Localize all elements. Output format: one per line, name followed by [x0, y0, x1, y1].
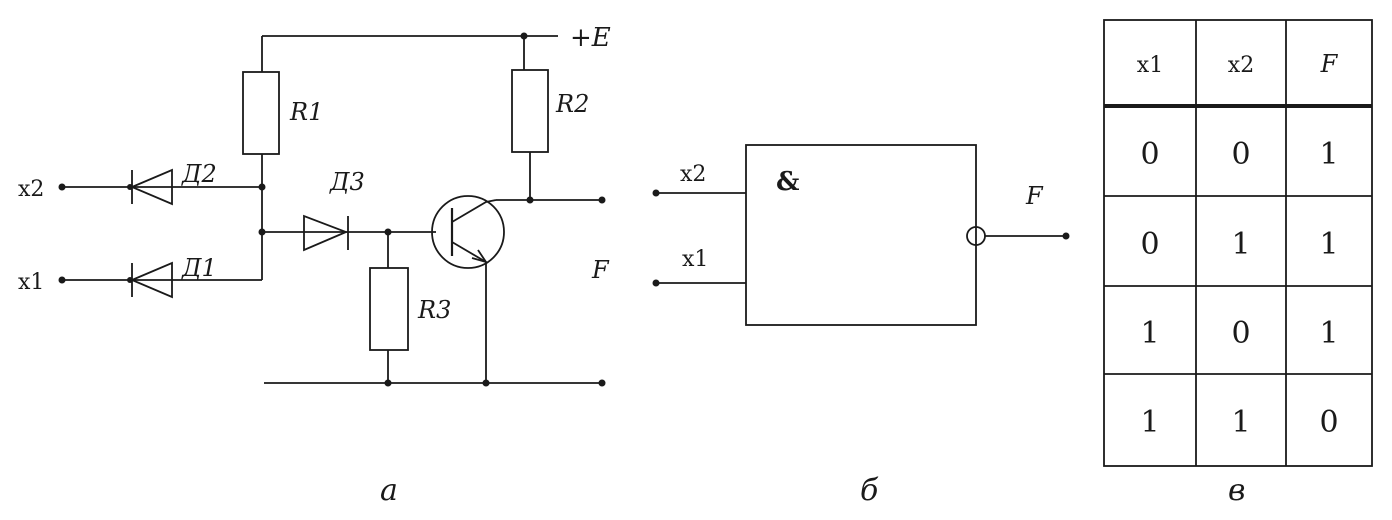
r3-label: R3: [417, 296, 451, 324]
table-row: 1 1 0: [1140, 405, 1338, 440]
table-cell: 1: [1231, 227, 1250, 262]
d3-label: Д3: [329, 168, 365, 196]
table-row: 0 0 1: [1140, 137, 1338, 172]
table-cell: 1: [1319, 316, 1338, 351]
table-cell: 0: [1140, 227, 1159, 262]
caption-b: б: [860, 473, 879, 508]
r1-label: R1: [289, 98, 323, 126]
table-cell: 1: [1319, 227, 1338, 262]
circuit-input-x1: x1: [18, 270, 44, 295]
table-cell: 0: [1231, 137, 1250, 172]
table-border: [1103, 19, 1373, 467]
gate-input-x1-label: x1: [682, 247, 708, 272]
table-cell: 1: [1140, 405, 1159, 440]
emitter-ground-node: [482, 379, 490, 387]
npn-transistor: [431, 195, 505, 383]
table-row: 1 0 1: [1140, 316, 1338, 351]
table-header-cell: x1: [1137, 53, 1163, 78]
nand-gate-symbol: & x2 x1 F б: [652, 144, 1070, 508]
gate-output-terminal: [1062, 232, 1070, 240]
table-header-cell: F: [1320, 50, 1339, 78]
ground-terminal: [598, 379, 606, 387]
r1-resistor: [242, 71, 280, 155]
circuit-input-x2: x2: [18, 177, 44, 202]
table-cell: 1: [1231, 405, 1250, 440]
table-cell: 0: [1140, 137, 1159, 172]
gate-input-x1-terminal: [652, 279, 660, 287]
r2-label: R2: [555, 90, 589, 118]
d1-diode: [129, 261, 173, 299]
gate-output-label: F: [1025, 182, 1044, 210]
r3-resistor: [369, 267, 409, 351]
supply-label: +E: [570, 23, 611, 53]
table-header-cell: x2: [1228, 53, 1254, 78]
r3-ground-node: [384, 379, 392, 387]
truth-table: x1 x2 F 0 0 1 0 1 1 1 0 1 1 1 0 в: [1103, 19, 1373, 508]
gate-and-symbol: &: [776, 167, 799, 197]
table-cell: 0: [1231, 316, 1250, 351]
gate-input-x2-terminal: [652, 189, 660, 197]
junction-node: [258, 228, 266, 236]
d3-diode: [303, 214, 349, 252]
table-cell: 1: [1319, 137, 1338, 172]
d2-diode: [129, 168, 173, 206]
table-cell: 0: [1319, 405, 1338, 440]
output-terminal: [598, 196, 606, 204]
r1-node: [258, 183, 266, 191]
caption-c: в: [1228, 473, 1245, 508]
collector-node: [526, 196, 534, 204]
table-cell: 1: [1140, 316, 1159, 351]
circuit-output-label: F: [591, 256, 610, 284]
d1-label: Д1: [181, 254, 217, 282]
table-row: 0 1 1: [1140, 227, 1338, 262]
caption-a: а: [380, 473, 398, 508]
nand-circuit-schematic: +E R1 R2 F x2 Д2 x1 Д1 Д3: [18, 23, 611, 508]
gate-body: [745, 144, 977, 326]
gate-input-x2-label: x2: [680, 162, 706, 187]
r2-resistor: [511, 69, 549, 153]
d2-label: Д2: [181, 160, 217, 188]
